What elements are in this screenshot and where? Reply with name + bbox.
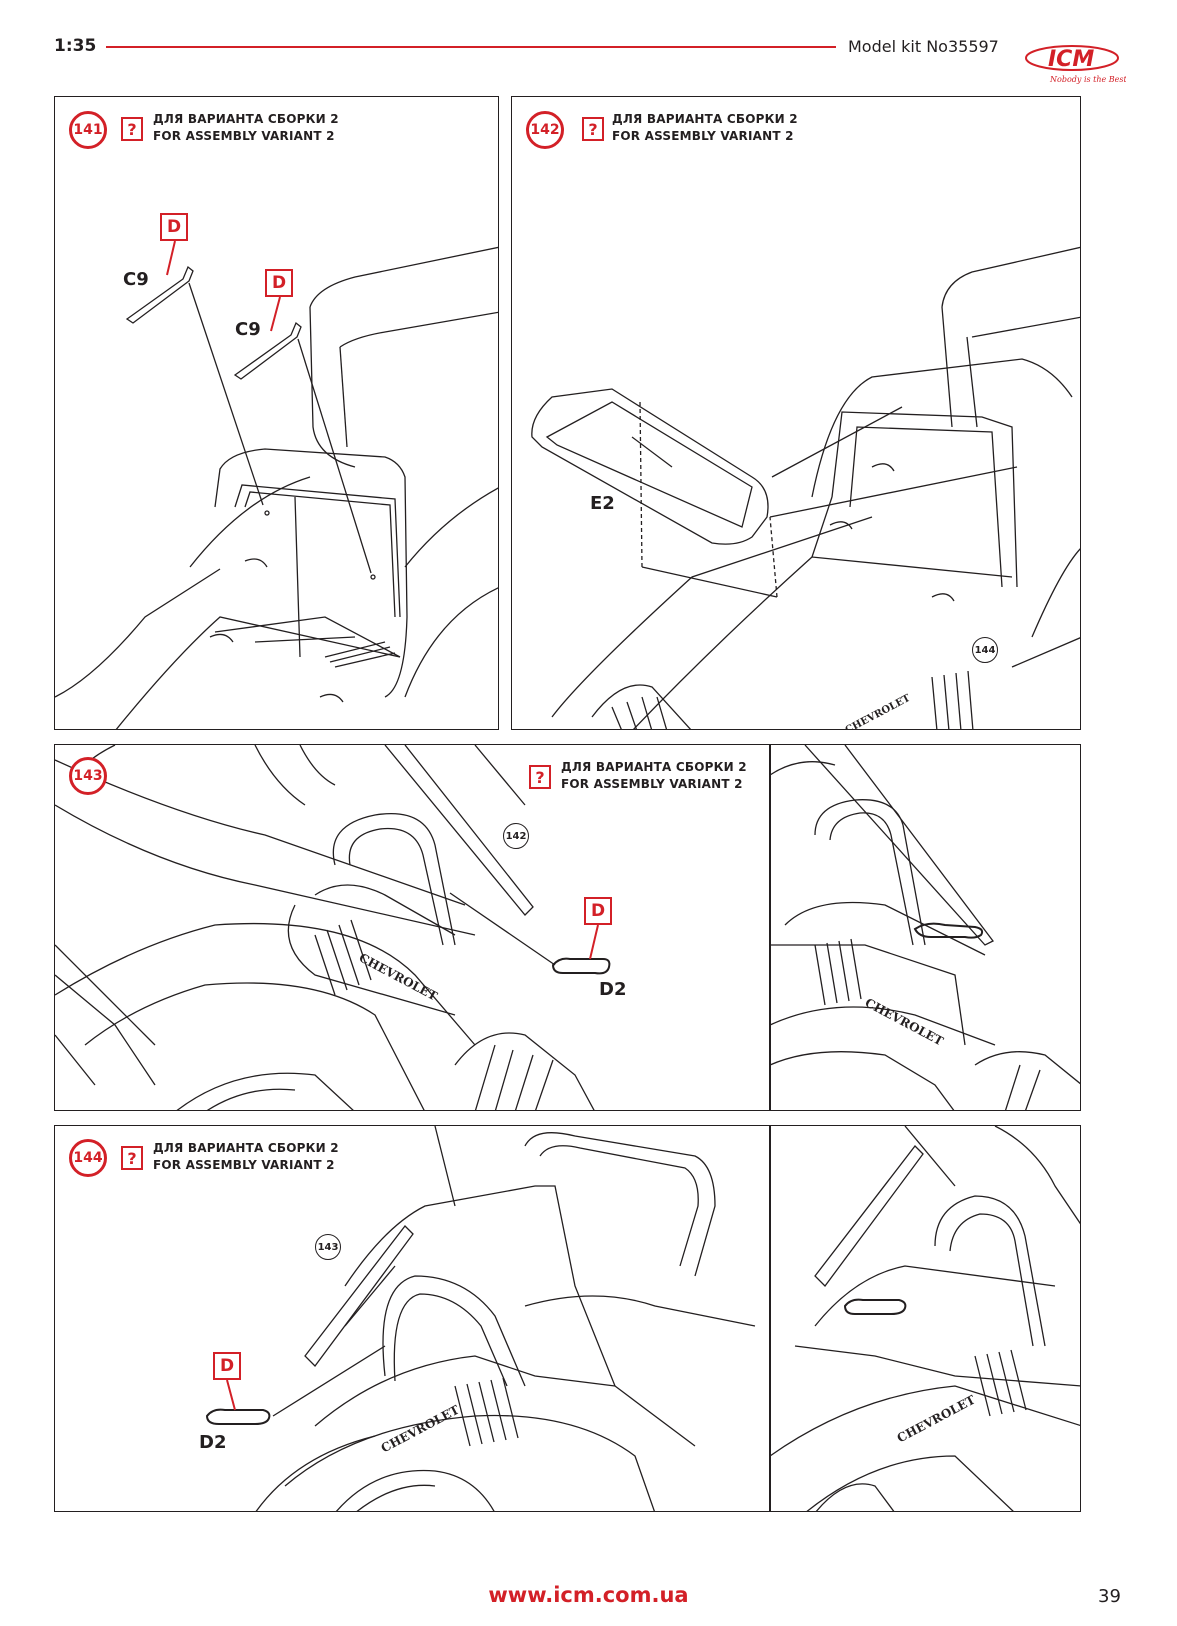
part-label-d2: D2 xyxy=(199,1432,227,1453)
svg-text:ICM: ICM xyxy=(1048,47,1094,72)
part-label-d2: D2 xyxy=(599,979,627,1000)
variant-caption-en: FOR ASSEMBLY VARIANT 2 xyxy=(153,1158,335,1172)
step-144-panel: 144 ? ДЛЯ ВАРИАНТА СБОРКИ 2 FOR ASSEMBLY… xyxy=(54,1125,1081,1512)
step-number-badge: 141 xyxy=(69,111,107,149)
step-reference: 143 xyxy=(315,1234,341,1260)
variant-caption-ru: ДЛЯ ВАРИАНТА СБОРКИ 2 xyxy=(561,760,747,774)
step-number-badge: 143 xyxy=(69,757,107,795)
variant-caption-ru: ДЛЯ ВАРИАНТА СБОРКИ 2 xyxy=(153,1141,339,1155)
variant-marker: ? xyxy=(529,765,551,789)
step-143-illustration xyxy=(55,745,1080,1110)
step-141-panel: 141 ? ДЛЯ ВАРИАНТА СБОРКИ 2 FOR ASSEMBLY… xyxy=(54,96,499,730)
step-144-illustration xyxy=(205,1126,1080,1511)
step-142-panel: 142 ? ДЛЯ ВАРИАНТА СБОРКИ 2 FOR ASSEMBLY… xyxy=(511,96,1081,730)
sprue-tag-d: D xyxy=(160,213,188,241)
step-number-badge: 142 xyxy=(526,111,564,149)
variant-caption-en: FOR ASSEMBLY VARIANT 2 xyxy=(612,129,794,143)
svg-text:Nobody is the Best: Nobody is the Best xyxy=(1049,75,1126,84)
sprue-tag-d: D xyxy=(213,1352,241,1380)
header-rule xyxy=(106,46,836,48)
variant-caption: ДЛЯ ВАРИАНТА СБОРКИ 2 FOR ASSEMBLY VARIA… xyxy=(153,111,339,145)
kit-number: Model kit No35597 xyxy=(848,37,999,56)
part-label-c9: C9 xyxy=(235,319,261,340)
variant-caption: ДЛЯ ВАРИАНТА СБОРКИ 2 FOR ASSEMBLY VARIA… xyxy=(612,111,798,145)
variant-caption: ДЛЯ ВАРИАНТА СБОРКИ 2 FOR ASSEMBLY VARIA… xyxy=(153,1140,339,1174)
footer-url[interactable]: www.icm.com.ua xyxy=(488,1583,689,1607)
step-143-panel: 143 ? ДЛЯ ВАРИАНТА СБОРКИ 2 FOR ASSEMBLY… xyxy=(54,744,1081,1111)
part-label-e2: E2 xyxy=(590,493,615,514)
variant-caption-ru: ДЛЯ ВАРИАНТА СБОРКИ 2 xyxy=(153,112,339,126)
sprue-tag-d: D xyxy=(265,269,293,297)
icm-logo: ICM Nobody is the Best xyxy=(1025,45,1126,84)
variant-caption-ru: ДЛЯ ВАРИАНТА СБОРКИ 2 xyxy=(612,112,798,126)
page-number: 39 xyxy=(1098,1586,1121,1607)
variant-marker: ? xyxy=(121,117,143,141)
part-label-c9: C9 xyxy=(123,269,149,290)
scale-label: 1:35 xyxy=(54,36,97,56)
step-number-badge: 144 xyxy=(69,1139,107,1177)
variant-caption-en: FOR ASSEMBLY VARIANT 2 xyxy=(153,129,335,143)
variant-marker: ? xyxy=(121,1146,143,1170)
sprue-tag-d: D xyxy=(584,897,612,925)
step-reference: 144 xyxy=(972,637,998,663)
before-after-divider xyxy=(769,1126,771,1511)
variant-marker: ? xyxy=(582,117,604,141)
before-after-divider xyxy=(769,745,771,1110)
step-reference: 142 xyxy=(503,823,529,849)
variant-caption-en: FOR ASSEMBLY VARIANT 2 xyxy=(561,777,743,791)
variant-caption: ДЛЯ ВАРИАНТА СБОРКИ 2 FOR ASSEMBLY VARIA… xyxy=(561,759,747,793)
step-141-illustration xyxy=(55,246,498,729)
step-142-illustration xyxy=(531,246,1080,729)
